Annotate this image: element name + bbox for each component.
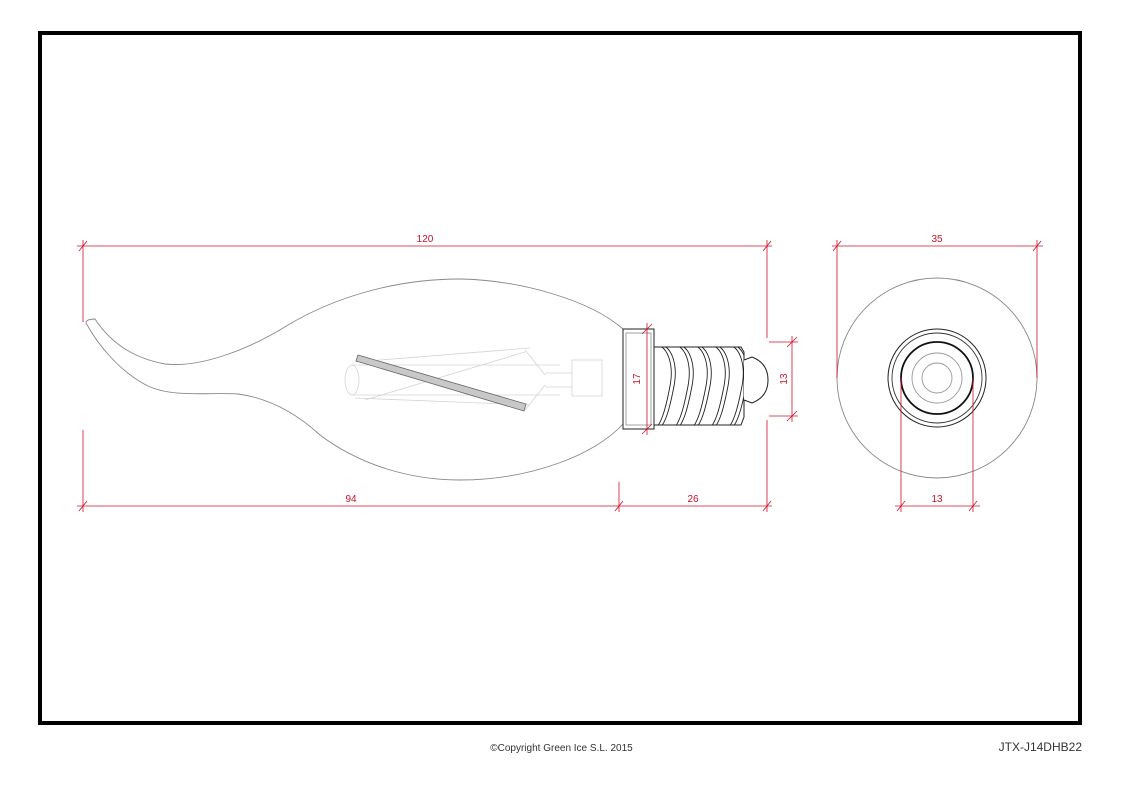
dim-bulb-length: 94 (345, 494, 357, 505)
drawing-frame (38, 31, 1082, 725)
screw-thread (653, 346, 745, 426)
bulb-outer-circle (836, 277, 1038, 479)
dim-bulb-diameter: 35 (931, 234, 943, 245)
copyright-notice: ©Copyright Green Ice S.L. 2015 (490, 743, 633, 754)
product-code: JTX-J14DHB22 (998, 740, 1082, 754)
filament (355, 354, 527, 412)
dim-overall-length: 120 (417, 234, 434, 245)
dim-base-length: 26 (687, 494, 699, 505)
dim-collar-diameter: 17 (632, 373, 643, 385)
dimension-lines (77, 240, 1043, 512)
glass-outline (85, 278, 624, 481)
bulb-end-view (836, 277, 1038, 479)
collar-circle (887, 328, 987, 428)
internal-stem (344, 347, 603, 411)
dim-socket-diameter: 13 (931, 494, 943, 505)
dim-thread-diameter: 13 (779, 373, 790, 385)
base-collar (622, 328, 655, 430)
bulb-side-view (85, 278, 769, 481)
contact-tip (743, 356, 769, 404)
